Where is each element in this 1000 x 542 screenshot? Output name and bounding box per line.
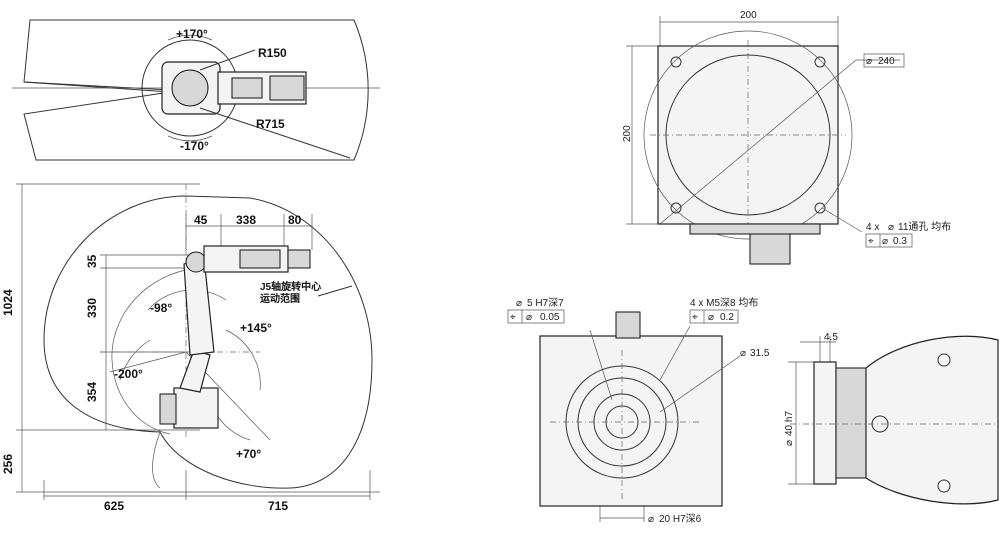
angle-m200: -200°: [114, 367, 143, 381]
position-symbol-base: ⌖: [868, 236, 874, 247]
dim-625: 625: [104, 499, 124, 513]
dim-354: 354: [85, 382, 99, 402]
diameter-symbol-pin-tol: ⌀: [526, 312, 532, 323]
diameter-symbol-spigot: ⌀: [784, 440, 795, 446]
dim-80: 80: [288, 213, 302, 227]
dim-pcd-240: 240: [878, 56, 895, 67]
angle-p145: +145°: [240, 321, 272, 335]
flange-spigot: [813, 361, 837, 485]
radius-r715: R715: [256, 117, 285, 131]
diameter-symbol-bore: ⌀: [648, 514, 654, 525]
position-symbol-pin: ⌖: [510, 312, 516, 323]
flange-front-view: ⌀ 5 H7深7 ⌖ ⌀ 0.05 4 x M5深8 均布 ⌖ ⌀ 0.2 ⌀ …: [507, 297, 770, 525]
dim-40h7: 40 h7: [784, 411, 795, 436]
dim-338: 338: [236, 213, 256, 227]
flange-pcd: 31.5: [750, 348, 770, 359]
work-envelope: [43, 195, 373, 489]
angle-m98: -98°: [150, 301, 172, 315]
holes-count: 4 x: [866, 222, 879, 233]
dim-45: 45: [194, 213, 208, 227]
side-view: 45 338 80 1024 35 330 354 256 625 715 -9…: [1, 183, 380, 513]
pin-label: 5 H7深7: [527, 297, 564, 309]
wrist-body: [865, 335, 999, 505]
diameter-symbol-pcd-flange: ⌀: [740, 348, 746, 359]
dim-256: 256: [1, 454, 15, 474]
tol-base: 0.3: [893, 236, 907, 247]
dim-base-width: 200: [740, 10, 757, 21]
base-view: 200 200 ⌀ 240 4 x ⌀ 11通孔 均布 ⌖ ⌀ 0.3: [622, 10, 951, 265]
j5-label-line2: 运动范围: [260, 292, 300, 305]
flange-side-view: 4.5 ⌀ 40 h7: [784, 332, 999, 505]
dim-715: 715: [268, 499, 288, 513]
dim-1024: 1024: [1, 289, 15, 316]
flange-bore-label: 20 H7深6: [659, 513, 702, 525]
base-connector: [749, 233, 791, 265]
pin-tol: 0.05: [540, 312, 560, 323]
diameter-symbol-pcd: ⌀: [866, 56, 872, 67]
angle-p70: +70°: [236, 447, 261, 461]
tap-tol: 0.2: [720, 312, 734, 323]
angle-neg-170: -170°: [180, 139, 209, 153]
diameter-symbol-tol: ⌀: [882, 236, 888, 247]
diameter-symbol-hole: ⌀: [888, 222, 894, 233]
dim-35: 35: [85, 254, 99, 268]
position-symbol-tap: ⌖: [692, 312, 698, 323]
j5-label-line1: J5轴旋转中心: [260, 280, 321, 293]
dim-base-height: 200: [622, 125, 633, 142]
angle-pos-170: +170°: [176, 27, 208, 41]
top-view: +170° -170° R150 R715: [12, 19, 380, 161]
diameter-symbol-tap: ⌀: [708, 312, 714, 323]
hole-spec: 11通孔 均布: [898, 221, 951, 233]
pcd-circle: [643, 30, 853, 240]
tap-label: 4 x M5深8 均布: [690, 297, 758, 309]
dim-4-5: 4.5: [824, 332, 838, 343]
dim-330: 330: [85, 298, 99, 318]
diameter-symbol-pin: ⌀: [516, 298, 522, 309]
wrist-housing: [539, 335, 723, 507]
radius-r150: R150: [258, 46, 287, 60]
robot-base: [173, 387, 219, 429]
